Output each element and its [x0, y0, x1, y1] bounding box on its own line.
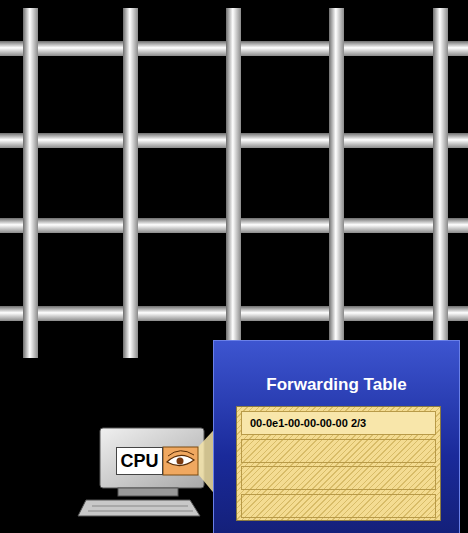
table-row: 00-0e1-00-00-00-00 2/3 — [241, 411, 436, 435]
forwarding-table-grid: 00-0e1-00-00-00-00 2/3 — [236, 406, 441, 521]
table-row — [241, 439, 436, 463]
table-row — [241, 466, 436, 490]
cpu-screen: CPU — [116, 447, 163, 475]
forwarding-table-panel: Forwarding Table 00-0e1-00-00-00-00 2/3 — [213, 340, 460, 533]
panel-heading: Forwarding Table — [214, 341, 459, 395]
cpu-label: CPU — [117, 448, 162, 474]
table-row — [241, 494, 436, 518]
table-entry: 00-0e1-00-00-00-00 2/3 — [242, 412, 435, 434]
computer-icon — [78, 428, 204, 516]
vertical-bars — [23, 8, 448, 358]
eye-icon — [163, 447, 198, 475]
